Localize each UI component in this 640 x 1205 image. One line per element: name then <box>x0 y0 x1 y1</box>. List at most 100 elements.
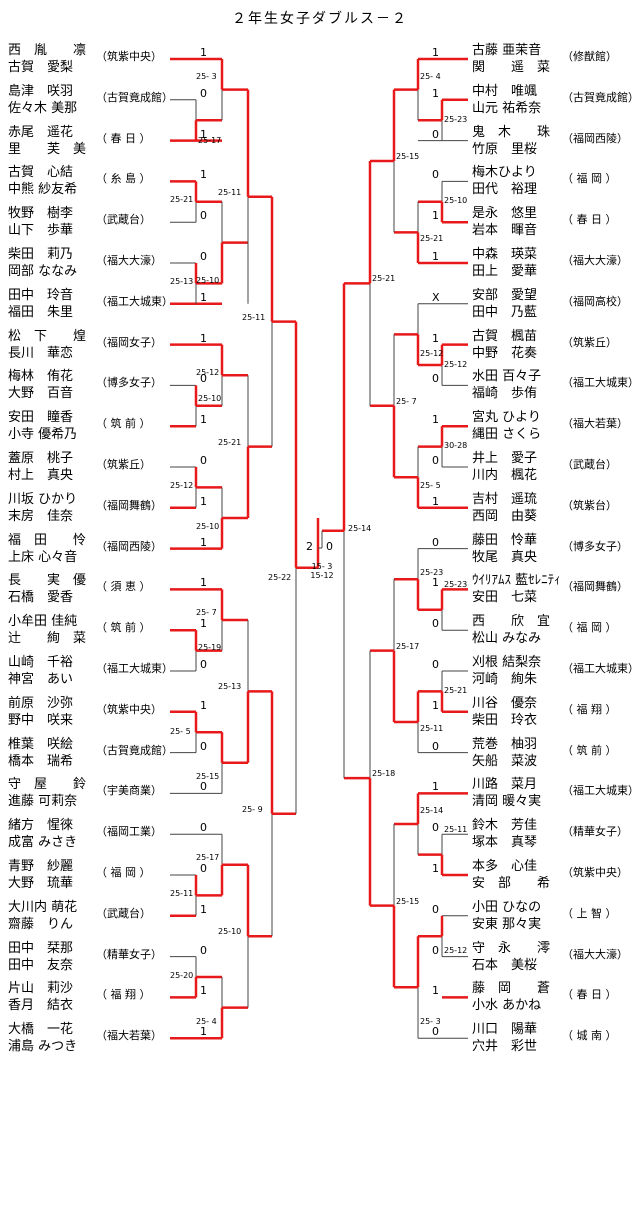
left-entry: 小牟田 佳純辻 絢 菜（ 筑 前 ） <box>0 613 640 649</box>
player-names: 是永 悠里岩本 暉音 <box>472 205 537 239</box>
player-name: 川路 菜月 <box>472 777 538 793</box>
match-score: 25-12 <box>444 359 468 369</box>
player-names: 藤田 怜華牧尾 真央 <box>472 532 537 566</box>
player-name: 中村 唯颯 <box>472 83 538 99</box>
player-names: 安部 愛望田中 乃藍 <box>472 287 537 321</box>
player-names: 守 屋 鈴進藤 可莉奈 <box>8 776 86 810</box>
result-mark: 1 <box>200 46 207 59</box>
result-mark: 1 <box>200 168 207 182</box>
result-mark: 0 <box>200 780 207 794</box>
player-names: 藤 岡 蒼小水 あかね <box>472 980 550 1014</box>
player-name: 本多 心佳 <box>472 859 538 874</box>
player-name: 関 遥 菜 <box>472 60 551 75</box>
player-name: 西 欣 宜 <box>472 614 551 630</box>
left-entry: 守 屋 鈴進藤 可莉奈（宇美商業） <box>0 776 640 812</box>
player-name: 村上 真央 <box>8 468 74 483</box>
match-score: 25-23 <box>420 567 444 577</box>
player-names: 山崎 千裕神宮 あい <box>8 654 73 688</box>
player-name: 福 田 怜 <box>8 532 87 548</box>
player-name: 古賀 愛梨 <box>8 60 74 75</box>
school-name: （福岡西陵） <box>562 131 628 145</box>
player-name: 辻 絢 菜 <box>8 631 87 647</box>
result-mark: 1 <box>200 576 207 590</box>
match-score: 25-14 <box>348 523 372 533</box>
result-mark: 1 <box>432 984 439 998</box>
school-name: （福岡高校） <box>562 294 628 308</box>
player-name: 安 部 希 <box>472 876 551 891</box>
right-entry: 梅木ひより田代 裕理（ 福 岡 ） <box>0 164 640 200</box>
match-score: 25-18 <box>372 769 396 779</box>
school-name: （ 須 恵 ） <box>96 580 151 594</box>
result-mark: 1 <box>200 902 207 916</box>
left-entry: 安田 瞳香小寺 優希乃（ 筑 前 ） <box>0 409 640 445</box>
left-entry: 片山 莉沙香月 結衣（ 福 翔 ） <box>0 980 640 1016</box>
result-mark: 1 <box>432 413 439 427</box>
player-name: 緒方 惺徠 <box>8 818 74 834</box>
result-mark: 0 <box>200 86 207 100</box>
left-entry: 柴田 莉乃岡部 ななみ（福大大濠） <box>0 246 640 282</box>
school-name: （ 上 智 ） <box>562 906 617 920</box>
player-name: 古藤 亜茉音 <box>472 43 542 58</box>
player-names: 西 胤 凛古賀 愛梨 <box>8 42 86 76</box>
player-name: 小寺 優希乃 <box>8 427 78 443</box>
player-name: 岩本 暉音 <box>472 223 538 239</box>
player-name: 松 下 煌 <box>8 328 87 344</box>
left-entry: 牧野 樹李山下 歩華（武蔵台） <box>0 205 640 241</box>
match-score: 25-11 <box>218 187 242 197</box>
player-name: 福崎 歩侑 <box>472 386 538 402</box>
player-name: 青野 紗麗 <box>8 859 74 874</box>
player-name: 佐々木 美那 <box>8 100 78 116</box>
school-name: （福岡舞鶴） <box>96 498 162 512</box>
left-entry: 田中 栞那田中 友奈（精華女子） <box>0 940 640 976</box>
player-name: 竹原 里桜 <box>472 141 538 157</box>
right-entry: 井上 愛子川内 楓花（武蔵台） <box>0 450 640 486</box>
result-mark: 1 <box>432 780 439 794</box>
school-name: （福大大濠） <box>562 947 628 961</box>
result-mark: 0 <box>200 454 207 467</box>
result-mark: 0 <box>432 943 439 957</box>
player-names: 梅木ひより田代 裕理 <box>472 164 537 198</box>
player-name: 山崎 千裕 <box>8 655 74 670</box>
match-score: 25-13 <box>218 682 242 692</box>
player-names: 古藤 亜茉音関 遥 菜 <box>472 42 550 76</box>
player-name: 柴田 莉乃 <box>8 247 74 262</box>
school-name: （ 筑 前 ） <box>96 621 151 635</box>
left-entry: 川坂 ひかり末房 佳奈（福岡舞鶴） <box>0 491 640 527</box>
player-names: 守 永 澪石本 美桜 <box>472 940 550 974</box>
school-name: （古賀竟成館） <box>96 90 173 104</box>
player-name: 藤 岡 蒼 <box>472 981 551 997</box>
result-mark: 0 <box>200 821 207 835</box>
school-name: （福岡舞鶴） <box>562 580 628 594</box>
school-name: （ 福 岡 ） <box>562 621 617 635</box>
player-name: 古賀 心結 <box>8 165 74 181</box>
player-name: 吉村 遥琉 <box>472 491 538 507</box>
result-mark: 1 <box>200 331 207 345</box>
player-names: 椎葉 咲絵橋本 瑞希 <box>8 736 73 770</box>
player-names: 川路 菜月清岡 暖々実 <box>472 776 541 810</box>
school-name: （ 筑 前 ） <box>562 743 617 757</box>
match-score: 25- 7 <box>196 608 217 618</box>
player-name: 中野 花奏 <box>472 345 538 361</box>
player-name: 西 胤 凛 <box>8 43 87 58</box>
result-mark: 0 <box>432 454 439 467</box>
player-name: 上床 心々音 <box>8 549 78 565</box>
match-score: 25-14 <box>420 806 444 816</box>
school-name: （ 春 日 ） <box>96 131 151 145</box>
player-names: 田中 栞那田中 友奈 <box>8 940 73 974</box>
right-entry: 水田 百々子福崎 歩侑（福工大城東） <box>0 368 640 404</box>
player-names: 安田 瞳香小寺 優希乃 <box>8 409 77 443</box>
player-name: 川谷 優奈 <box>472 695 538 711</box>
result-mark: 0 <box>432 1025 439 1039</box>
player-names: 福 田 怜上床 心々音 <box>8 532 86 566</box>
player-names: 大川内 萌花齋藤 りん <box>8 899 77 933</box>
player-name: 田中 乃藍 <box>472 304 538 320</box>
result-mark: 1 <box>432 46 439 59</box>
result-mark: 0 <box>432 372 439 386</box>
player-name: 川内 楓花 <box>472 468 538 483</box>
player-name: 長川 華恋 <box>8 345 74 361</box>
match-score: 25-17 <box>198 135 222 145</box>
right-entry: 川口 陽華穴井 彩世（ 城 南 ） <box>0 1021 640 1057</box>
school-name: （武蔵台） <box>96 213 151 227</box>
result-mark: 0 <box>200 862 207 875</box>
match-score: 25-11 <box>444 825 468 835</box>
